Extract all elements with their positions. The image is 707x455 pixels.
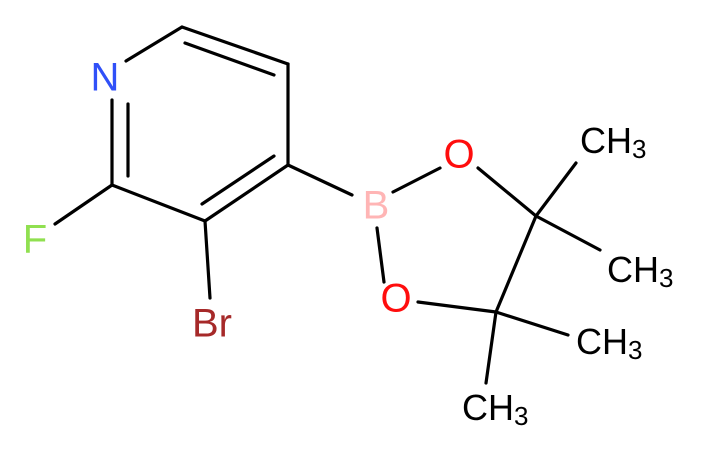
methyl-label-3: CH3 — [576, 321, 642, 365]
bond-c3-br — [203, 219, 212, 300]
pyridine-ring — [110, 25, 290, 223]
boronate-ring — [375, 166, 538, 314]
methyl-label-2: CH3 — [607, 249, 673, 293]
atom-br: Br — [192, 302, 232, 346]
atom-o2: O — [380, 277, 411, 321]
bond-c4-c3-inner — [200, 154, 276, 206]
bond-c-c — [494, 214, 538, 314]
methyl-3-main: CH — [576, 321, 628, 362]
bond-c-o2 — [416, 300, 498, 314]
bond-c4-c3 — [203, 163, 290, 223]
methyl-2-main: CH — [607, 249, 659, 290]
bond-c-methyl-3 — [494, 310, 570, 337]
methyl-2-sub: 3 — [659, 263, 673, 293]
methyl-label-1: CH3 — [580, 120, 646, 164]
bond-c-methyl-1 — [534, 161, 578, 218]
bond-o2-b — [375, 226, 386, 284]
bond-c4-b — [286, 163, 354, 197]
methyl-4-sub: 3 — [514, 401, 528, 431]
bond-c6-c5-inner — [183, 41, 276, 77]
atom-b: B — [363, 184, 390, 228]
bond-c3-c2 — [110, 183, 207, 223]
atom-o1: O — [443, 133, 474, 177]
atom-f: F — [23, 218, 47, 262]
methyl-3-sub: 3 — [628, 335, 642, 365]
methyl-1-sub: 3 — [632, 134, 646, 164]
methyl-1-main: CH — [580, 120, 632, 161]
methyl-label-4: CH3 — [462, 387, 528, 431]
bond-c-methyl-2 — [534, 214, 602, 252]
bond-c2-f — [53, 183, 114, 226]
bond-c6-c5 — [180, 25, 290, 66]
methyl-4-main: CH — [462, 387, 514, 428]
bond-o1-c — [476, 166, 538, 218]
atom-n: N — [91, 56, 120, 100]
bond-b-o1 — [391, 166, 442, 194]
bond-c-methyl-4 — [484, 310, 498, 385]
bond-n-c6 — [124, 25, 184, 63]
